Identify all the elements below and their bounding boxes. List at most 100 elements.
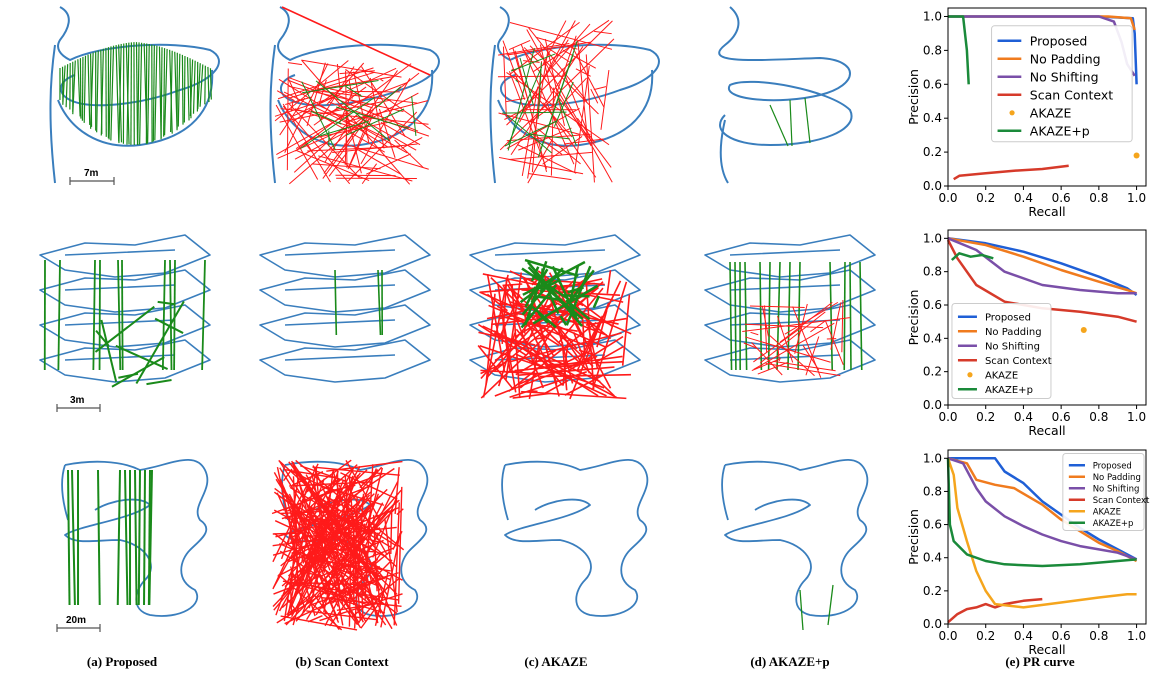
caption-akaze-p: (d) AKAZE+p: [750, 654, 829, 669]
legend-entry: No Shifting: [1093, 484, 1140, 494]
x-tick-label: 0.0: [938, 629, 957, 643]
true-matches: [67, 469, 153, 606]
series-line-no-shifting: [947, 237, 1137, 295]
x-tick-label: 0.4: [1014, 410, 1033, 424]
legend-entry: AKAZE: [985, 370, 1018, 381]
y-tick-label: 1.0: [923, 451, 942, 465]
true-matches: [502, 40, 578, 158]
trajectory-illustrations: [39, 6, 876, 631]
panel-row2-akaze: [469, 234, 641, 400]
panel-row1-akaze: [489, 6, 660, 184]
x-tick-label: 0.2: [976, 629, 995, 643]
true-matches: [300, 80, 417, 151]
panel-row3-proposed: [61, 459, 209, 617]
y-tick-label: 0.8: [923, 265, 942, 279]
x-tick-label: 1.0: [1127, 191, 1146, 205]
caption-akaze: (c) AKAZE: [524, 654, 587, 669]
series-line-scan-context: [947, 597, 1043, 624]
y-tick-label: 0.4: [923, 551, 942, 565]
trajectory-path: [39, 234, 211, 278]
legend-entry: AKAZE: [1093, 507, 1121, 517]
scale-bar-row-1: 7m: [69, 168, 115, 185]
false-matches: [477, 270, 632, 400]
true-matches: [519, 258, 601, 329]
x-tick-label: 0.8: [1089, 191, 1108, 205]
legend-entry: AKAZE+p: [1030, 123, 1090, 138]
true-matches: [94, 300, 185, 388]
legend-entry: Proposed: [1030, 33, 1088, 48]
caption-scan-context: (b) Scan Context: [295, 654, 389, 669]
y-tick-label: 0.2: [923, 145, 942, 159]
axes-frame: [947, 449, 1147, 625]
caption-proposed: (a) Proposed: [87, 654, 158, 669]
x-tick-label: 0.2: [976, 191, 995, 205]
legend-entry: No Padding: [1093, 473, 1141, 483]
caption-pr-curve: (e) PR curve: [1005, 654, 1075, 669]
y-tick-label: 0.4: [923, 331, 942, 345]
axes-frame: [947, 7, 1147, 187]
x-axis-label: Recall: [1028, 204, 1065, 219]
scale-bar-row-2: 3m: [56, 395, 101, 412]
series-line-akaze-p: [950, 252, 994, 261]
legend-entry: No Shifting: [1030, 69, 1099, 84]
legend-entry: Scan Context: [985, 356, 1052, 367]
panel-row2-scan-context: [259, 234, 431, 383]
y-tick-label: 0.0: [923, 398, 942, 412]
x-tick-label: 0.6: [1052, 410, 1071, 424]
panel-row1-scan-context: [269, 6, 440, 185]
series-line-akaze-p: [948, 15, 970, 85]
series-line-proposed: [947, 237, 1138, 297]
trajectory-path: [721, 459, 869, 617]
trajectory-path: [259, 234, 431, 278]
x-tick-label: 1.0: [1127, 629, 1146, 643]
panel-row2-akaze-p: [704, 234, 876, 383]
trajectory-path: [259, 269, 431, 313]
x-tick-label: 0.8: [1089, 629, 1108, 643]
false-matches: [271, 459, 405, 631]
panel-row1-proposed: [49, 6, 220, 184]
y-axis-label: Precision: [906, 69, 921, 125]
y-tick-label: 0.8: [923, 43, 942, 57]
true-matches: [43, 259, 206, 371]
y-axis-label: Precision: [906, 290, 921, 346]
y-tick-label: 0.6: [923, 298, 942, 312]
axes-frame: [947, 229, 1147, 406]
y-tick-label: 0.4: [923, 111, 942, 125]
data-point-akaze: [1133, 152, 1140, 159]
x-tick-label: 0.8: [1089, 410, 1108, 424]
legend-entry: Proposed: [1093, 461, 1132, 471]
scale-bar-label-1: 7m: [84, 168, 99, 179]
legend-entry: No Padding: [985, 327, 1042, 338]
trajectory-path: [269, 44, 434, 184]
x-tick-label: 0.4: [1014, 191, 1033, 205]
legend-box: [991, 25, 1133, 143]
y-tick-label: 1.0: [923, 9, 942, 23]
data-point-akaze: [1080, 327, 1087, 333]
scale-bar-label-2: 3m: [70, 395, 85, 406]
legend-box: [951, 303, 1052, 399]
panel-row1-akaze-p: [718, 6, 853, 184]
trajectory-path: [39, 269, 211, 313]
series-line-akaze-p: [946, 458, 1137, 568]
x-tick-label: 0.0: [938, 410, 957, 424]
y-tick-label: 0.0: [923, 617, 942, 631]
legend-entry: Proposed: [985, 312, 1031, 323]
legend-entry: AKAZE: [1030, 105, 1072, 120]
x-tick-label: 0.0: [938, 191, 957, 205]
series-line-no-padding: [947, 237, 1138, 295]
true-matches: [59, 42, 212, 145]
series-line-scan-context: [953, 164, 1069, 181]
panel-row2-proposed: [39, 234, 211, 388]
panel-row3-scan-context: [271, 459, 429, 631]
y-tick-label: 0.6: [923, 518, 942, 532]
y-tick-label: 0.8: [923, 484, 942, 498]
trajectory-path: [57, 6, 220, 107]
